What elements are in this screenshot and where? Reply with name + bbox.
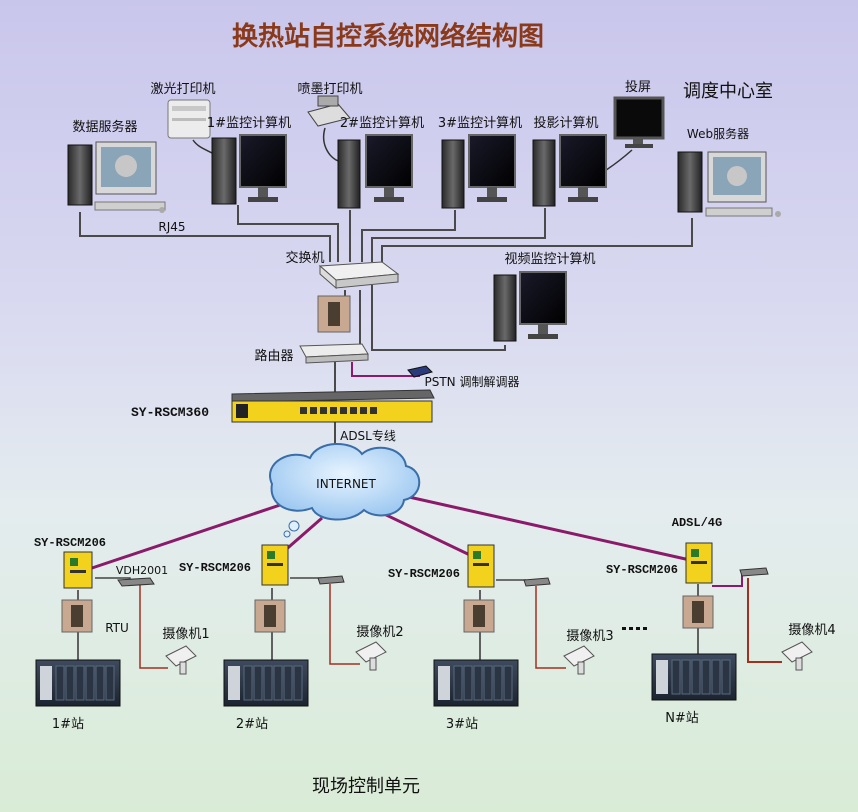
camera-1[interactable] <box>165 645 197 675</box>
switch-n[interactable] <box>739 567 769 577</box>
rj45-label: RJ45 <box>158 220 185 234</box>
rscm206-device-1[interactable] <box>63 551 93 589</box>
station-3-device-label: SY-RSCM206 <box>388 567 460 581</box>
lan-connections <box>79 205 693 450</box>
rscm206-device-2[interactable] <box>261 544 289 586</box>
station-2 <box>223 544 387 707</box>
station-n <box>651 542 813 701</box>
web-server[interactable] <box>677 151 781 217</box>
camera-4[interactable] <box>781 641 813 671</box>
switch-3[interactable] <box>523 577 551 587</box>
data-server-label: 数据服务器 <box>72 119 137 135</box>
cloud-bubble <box>288 520 300 532</box>
projection-pc[interactable] <box>532 134 607 207</box>
station-n-device-label: SY-RSCM206 <box>606 563 678 577</box>
plc-rack-n[interactable] <box>651 653 737 701</box>
projection-screen[interactable] <box>613 96 665 148</box>
video-monitor-pc[interactable] <box>493 271 567 342</box>
router[interactable] <box>299 343 369 364</box>
pstn-modem[interactable] <box>407 365 433 378</box>
web-server-label: Web服务器 <box>687 126 749 141</box>
camera-4-label: 摄像机4 <box>788 623 835 638</box>
plc-rack-2[interactable] <box>223 659 309 707</box>
network-switch[interactable] <box>318 261 400 290</box>
data-server[interactable] <box>67 141 166 213</box>
wan-station2 <box>281 516 323 555</box>
inkjet-printer[interactable] <box>307 95 351 127</box>
link-data-server <box>79 212 331 262</box>
monitor-pc-1[interactable] <box>211 134 287 205</box>
monitor-pc-3[interactable] <box>441 134 516 209</box>
control-room-label: 调度中心室 <box>683 81 773 102</box>
link-projection <box>371 208 546 262</box>
monitor-pc-2-label: 2#监控计算机 <box>340 116 424 131</box>
switch-label: 交换机 <box>285 250 324 266</box>
cloud-bubble <box>283 530 291 538</box>
media-converter[interactable] <box>317 295 351 333</box>
rscm206-device-n[interactable] <box>685 542 713 584</box>
internet-label: INTERNET <box>316 477 376 491</box>
monitor-pc-3-label: 3#监控计算机 <box>438 116 522 131</box>
gateway-rscm360[interactable] <box>231 389 435 423</box>
vdh2001-device[interactable] <box>117 577 155 587</box>
station-2-label: 2#站 <box>236 717 268 732</box>
projection-pc-label: 投影计算机 <box>533 115 598 131</box>
station-3 <box>433 544 595 707</box>
station-1-label: 1#站 <box>52 717 84 732</box>
pstn-modem-label: PSTN 调制解调器 <box>425 375 520 389</box>
camera-3[interactable] <box>563 645 595 675</box>
camera-3-label: 摄像机3 <box>566 629 613 644</box>
station-2-device-label: SY-RSCM206 <box>179 561 251 575</box>
rtu-module-1[interactable] <box>61 599 93 633</box>
rscm206-device-3[interactable] <box>467 544 495 588</box>
camera-2[interactable] <box>355 641 387 671</box>
monitor-pc-1-label: 1#监控计算机 <box>207 116 291 131</box>
station-1-rtu-label: RTU <box>105 621 129 635</box>
plc-rack-3[interactable] <box>433 659 519 707</box>
gateway-label: SY-RSCM360 <box>131 405 209 420</box>
wan-station3 <box>379 510 473 558</box>
internet-cloud <box>269 442 421 521</box>
inkjet-printer-label: 喷墨打印机 <box>297 82 362 97</box>
projection-screen-label: 投屏 <box>625 79 651 95</box>
rtu-module-3[interactable] <box>463 599 495 633</box>
laser-printer-label: 激光打印机 <box>150 82 215 97</box>
link-web-server <box>381 218 693 262</box>
router-label: 路由器 <box>254 348 293 364</box>
more-stations-ellipsis <box>622 627 647 630</box>
adsl-line-label: ADSL专线 <box>340 428 396 443</box>
link-monitor3 <box>361 210 456 262</box>
wan-connections <box>91 493 691 570</box>
video-monitor-pc-label: 视频监控计算机 <box>504 252 595 267</box>
rtu-module-n[interactable] <box>682 595 714 629</box>
diagram-title: 换热站自控系统网络结构图 <box>232 21 544 52</box>
station-1 <box>35 551 197 707</box>
rtu-module-2[interactable] <box>254 599 286 633</box>
station-1-device-label: SY-RSCM206 <box>34 536 106 550</box>
station-1-vdh-label: VDH2001 <box>116 564 168 577</box>
station-n-label: N#站 <box>665 711 699 726</box>
link-router-pstn <box>351 362 420 377</box>
camera-2-label: 摄像机2 <box>356 625 403 640</box>
switch-2[interactable] <box>317 575 345 585</box>
wan-station1 <box>91 498 296 570</box>
station-3-label: 3#站 <box>446 717 478 732</box>
camera-1-label: 摄像机1 <box>162 627 209 642</box>
plc-rack-1[interactable] <box>35 659 121 707</box>
monitor-pc-2[interactable] <box>337 134 413 209</box>
laser-printer[interactable] <box>167 99 211 139</box>
wan-stationn <box>399 493 691 562</box>
link-video-monitor <box>371 285 506 351</box>
station-n-adsl-label: ADSL/4G <box>672 516 722 530</box>
field-unit-label: 现场控制单元 <box>312 776 420 797</box>
link-monitor1 <box>237 205 339 262</box>
